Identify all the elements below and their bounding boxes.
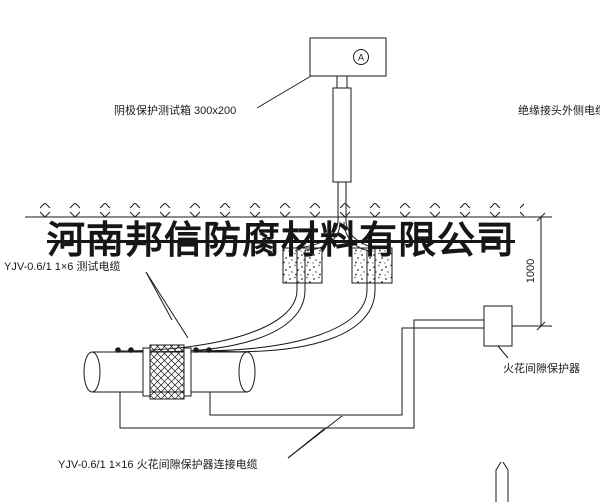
dimension-tick-top [536,212,546,222]
spark-gap-cable-label: YJV-0.6/1 1×16 火花间隙保护器连接电缆 [58,459,258,471]
insulated-joint-cable-label: 绝缘接头外侧电缆 [518,105,600,117]
concrete-block-right [351,247,393,284]
test-box-group: A [309,37,387,77]
test-post-group [332,76,352,222]
ground-group [25,203,527,218]
dimension-tick-bottom [536,321,546,331]
spark-gap-protector-leader [497,345,509,359]
spark-gap-cable-paths [119,319,484,429]
test-cable-leader-lines [145,271,189,339]
test-box-outline [309,37,387,77]
spark-gap-protector-label: 火花间隙保护器 [503,363,580,375]
dimension-group: 1000 [512,212,552,331]
flange-face-left [142,347,151,397]
pipe-end-right [238,351,256,393]
flange-face-right [183,347,192,397]
weld-point [193,347,199,353]
ground-hatch [28,203,524,217]
weld-point [206,347,212,353]
pipe-break-symbol [495,461,509,502]
test-cable-label: YJV-0.6/1 1×6 测试电缆 [4,261,121,273]
spark-gap-protector-box [483,305,513,347]
concrete-block-left [282,247,323,284]
insulated-joint-flange [149,344,185,400]
ammeter-icon [353,49,369,65]
weld-point [128,347,134,353]
company-watermark: 河南邦信防腐材料有限公司 [46,220,515,262]
dimension-label: 1000 [525,259,537,283]
test-box-label: 阴极保护测试箱 300x200 [114,105,237,117]
pipe-end-left [83,351,101,393]
pipeline-group [83,344,256,400]
weld-point [115,347,121,353]
ammeter-label: A [358,53,364,63]
spark-gap-cable-leader-lines [287,415,343,459]
weld-points [115,347,212,353]
test-post [332,87,352,183]
test-box-leader-line [256,75,312,109]
